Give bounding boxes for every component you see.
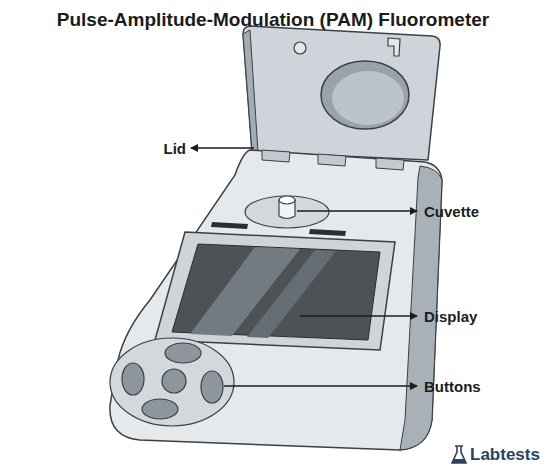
flask-liquid <box>452 459 466 463</box>
part-label: Lid <box>164 140 187 157</box>
button <box>201 371 223 403</box>
part-label: Buttons <box>424 378 481 395</box>
button <box>122 363 144 395</box>
display-bezel <box>155 232 395 350</box>
leader-line <box>300 315 417 317</box>
cuvette-top <box>279 196 295 204</box>
part-label: Display <box>424 308 477 325</box>
lid-latch <box>388 38 400 56</box>
part-label: Cuvette <box>424 203 479 220</box>
cuvette-well <box>245 196 329 228</box>
leader-line <box>191 147 254 149</box>
screen-glare <box>247 250 336 338</box>
leader-line <box>297 210 417 212</box>
watermark: Labtests <box>470 445 540 465</box>
button-pad <box>110 338 234 426</box>
hinge-tab <box>262 150 404 170</box>
button <box>142 399 178 419</box>
lid-window-inner <box>332 71 404 125</box>
lid-window <box>321 61 409 129</box>
button <box>165 343 201 363</box>
flask-icon <box>452 446 466 463</box>
lid-edge <box>243 30 258 152</box>
title: Pulse-Amplitude-Modulation (PAM) Fluorom… <box>57 9 489 31</box>
lid-hole <box>294 42 306 54</box>
display-screen <box>172 244 380 340</box>
button <box>162 369 186 393</box>
base-body <box>110 150 442 450</box>
leader-line <box>224 385 417 387</box>
lid-shape <box>243 26 440 160</box>
